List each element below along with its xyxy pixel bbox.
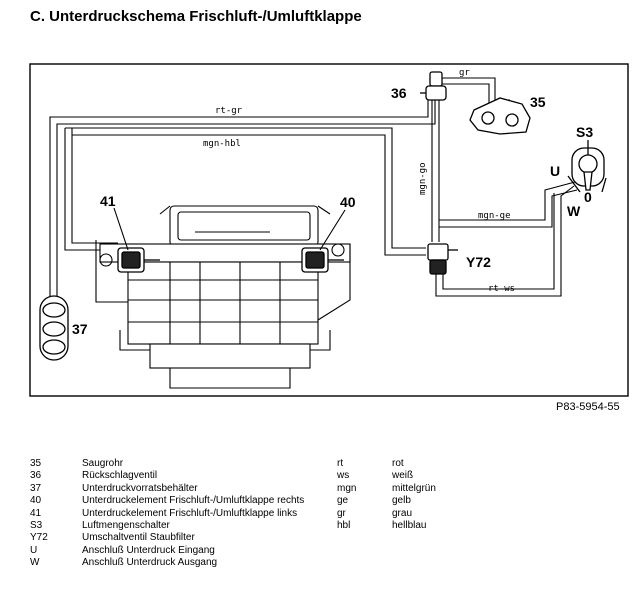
label-37: 37	[72, 321, 88, 337]
legend-description: mittelgrün	[392, 482, 436, 494]
label-U: U	[550, 163, 560, 179]
legend-code: 36	[30, 470, 42, 482]
legend-part-row: 35 Saugrohr	[30, 457, 304, 469]
legend-description: Anschluß Unterdruck Ausgang	[82, 557, 218, 569]
legend-part-row: 40 Unterdruckelement Frischluft-/Umluftkl…	[30, 494, 304, 506]
legend-color-row: ws weiß	[337, 469, 436, 481]
legend-code: mgn	[337, 482, 357, 494]
legend-color-row: gr grau	[337, 507, 436, 519]
legend-description: Unterdruckelement Frischluft-/Umluftklap…	[82, 507, 298, 519]
legend-code: 35	[30, 458, 42, 469]
legend-description: Umschaltventil Staubfilter	[82, 532, 195, 544]
line-label-mgn-hbl: mgn-hbl	[203, 139, 241, 149]
heater-housing-icon	[95, 205, 351, 389]
legend-part-row: Y72 Umschaltventil Staubfilter	[30, 531, 304, 543]
label-40: 40	[340, 194, 356, 210]
legend-part-row: W Anschluß Unterdruck Ausgang	[30, 556, 304, 568]
legend-description: rot	[392, 458, 404, 469]
legend-code: W	[30, 557, 40, 569]
air-volume-switch-icon	[567, 140, 607, 193]
legend-description: gelb	[392, 495, 411, 507]
figure-id: P83-5954-55	[556, 401, 620, 413]
vacuum-element-right-icon	[301, 247, 344, 273]
legend-code: ge	[337, 495, 349, 507]
vacuum-diagram: rt-gr mgn-hbl gr mgn-go mgn-ge rt-ws 37	[29, 63, 629, 397]
vacuum-hoses	[49, 77, 578, 300]
line-label-rt-gr: rt-gr	[215, 106, 243, 116]
legend-description: Rückschlagventil	[82, 470, 158, 482]
line-label-mgn-ge: mgn-ge	[478, 211, 511, 221]
legend-code: 37	[30, 482, 42, 494]
intake-manifold-icon	[469, 97, 531, 135]
diagram-frame	[29, 63, 629, 397]
line-label-rt-ws: rt-ws	[488, 284, 515, 294]
legend-description: grau	[392, 507, 413, 519]
legend-code: U	[30, 544, 38, 556]
label-36: 36	[391, 85, 407, 101]
legend-description: Unterdruckvorratsbehälter	[82, 482, 198, 494]
label-0: 0	[584, 189, 592, 205]
legend-part-row: 36 Rückschlagventil	[30, 469, 304, 481]
vacuum-reservoir-icon	[39, 295, 69, 361]
legend-description: weiß	[392, 470, 414, 482]
legend-part-row: S3 Luftmengenschalter	[30, 519, 304, 531]
line-label-mgn-go: mgn-go	[418, 162, 428, 195]
legend-color-row: mgn mittelgrün	[337, 482, 436, 494]
legend-code: 41	[30, 507, 42, 519]
legend-code: hbl	[337, 519, 351, 531]
label-41: 41	[100, 193, 116, 209]
check-valve-icon	[420, 71, 447, 101]
legend-description: Unterdruckelement Frischluft-/Umluftklap…	[82, 495, 305, 507]
legend-description: Anschluß Unterdruck Eingang	[82, 544, 215, 556]
legend-description: hellblau	[392, 519, 427, 531]
label-W: W	[567, 203, 581, 219]
label-35: 35	[530, 94, 546, 110]
legend-part-row: 37 Unterdruckvorratsbehälter	[30, 482, 304, 494]
legend-part-row: 41 Unterdruckelement Frischluft-/Umluftkl…	[30, 507, 304, 519]
legend-description: Saugrohr	[82, 458, 124, 469]
legend-code: S3	[30, 519, 43, 531]
legend-code: ws	[337, 470, 350, 482]
line-label-gr: gr	[459, 68, 470, 78]
vacuum-element-left-icon	[117, 247, 160, 273]
legend-color-row: ge gelb	[337, 494, 436, 506]
legend-description: Luftmengenschalter	[82, 519, 170, 531]
legend-code: gr	[337, 507, 346, 519]
legend-code: Y72	[30, 532, 48, 544]
page-title: C. Unterdruckschema Frischluft-/Umluftkl…	[30, 8, 362, 25]
label-S3: S3	[576, 124, 593, 140]
legend-code: 40	[30, 495, 42, 507]
legend-color-row: rt rot	[337, 457, 436, 469]
legend-code: rt	[337, 458, 344, 469]
legend-color-row: hbl hellblau	[337, 519, 436, 531]
label-Y72: Y72	[466, 254, 491, 270]
legend-part-row: U Anschluß Unterdruck Eingang	[30, 544, 304, 556]
changeover-valve-icon	[427, 243, 458, 275]
